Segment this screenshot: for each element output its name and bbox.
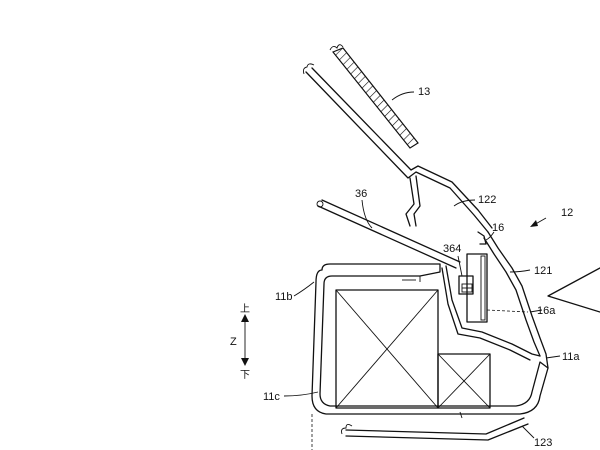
rod-36 xyxy=(316,199,461,269)
label-36: 36 xyxy=(355,188,367,200)
label-123: 123 xyxy=(534,437,552,449)
inner-box-large xyxy=(335,289,439,409)
housing-shell-12 xyxy=(441,231,549,369)
leader-lines xyxy=(283,91,561,439)
label-11b: 11b xyxy=(275,291,293,303)
axis-down-label: 下 xyxy=(240,370,250,381)
lower-housing-11 xyxy=(311,263,549,415)
cowl-upper-panel xyxy=(302,63,493,233)
label-13: 13 xyxy=(418,86,430,98)
label-11a: 11a xyxy=(562,351,580,363)
label-122: 122 xyxy=(478,194,496,206)
label-16a: 16a xyxy=(537,305,556,317)
label-121: 121 xyxy=(534,265,552,277)
bottom-bracket-123 xyxy=(341,411,529,441)
z-axis-indicator: 上 Z 下 xyxy=(230,303,250,381)
axis-z-label: Z xyxy=(230,336,237,348)
view-arrow xyxy=(547,267,600,313)
clip-364 xyxy=(458,275,474,295)
housing-hook xyxy=(477,231,487,245)
label-364: 364 xyxy=(443,243,461,255)
sensor-unit-16 xyxy=(466,253,529,323)
axis-up-label: 上 xyxy=(240,303,250,315)
label-11c: 11c xyxy=(263,391,280,403)
windshield-glass xyxy=(329,44,419,149)
label-16: 16 xyxy=(492,222,504,234)
inner-box-small xyxy=(437,353,491,409)
label-12: 12 xyxy=(561,207,573,219)
